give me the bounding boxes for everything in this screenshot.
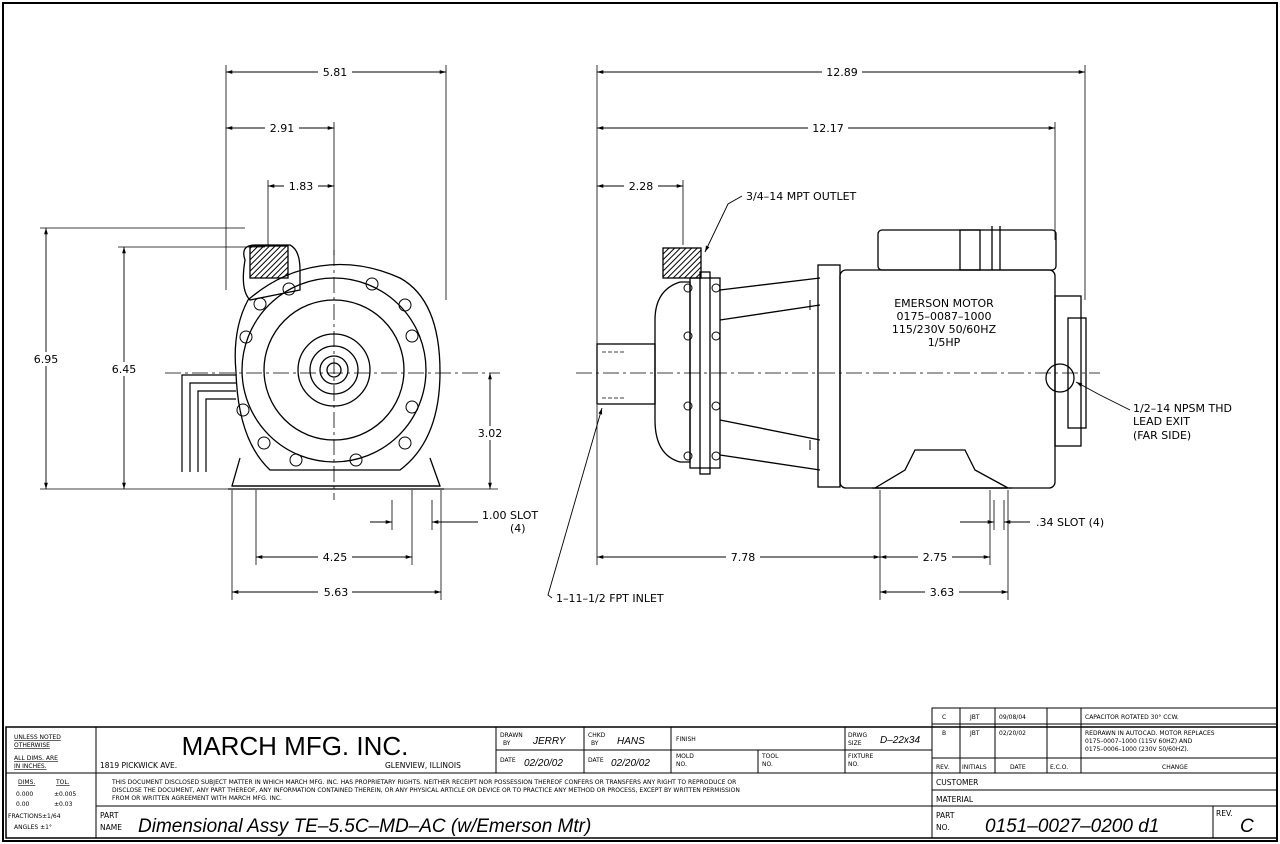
notes-line-2: OTHERWISE — [14, 742, 50, 749]
tol-header: TOL. — [55, 779, 70, 786]
dim-base-width: 5.63 — [324, 586, 349, 599]
motor-label-2: 0175–0087–1000 — [897, 310, 992, 323]
company-city: GLENVIEW, ILLINOIS — [385, 761, 461, 770]
dim-inlet-to-outlet: 2.28 — [629, 180, 654, 193]
rev-row-1-initials: JBT — [969, 714, 980, 721]
tol-row-2-tol: ±0.03 — [54, 801, 73, 808]
notes-line-1: UNLESS NOTED — [14, 734, 61, 741]
tool-label-2: NO. — [762, 761, 773, 768]
rev-row-2-date: 02/20/02 — [999, 730, 1026, 737]
drawn-date-label: DATE — [500, 757, 516, 764]
company-address: 1819 PICKWICK AVE. — [100, 761, 177, 770]
title-block — [5, 707, 1278, 839]
inlet-callout: 1–11–1/2 FPT INLET — [556, 592, 664, 605]
chkd-date: 02/20/02 — [611, 758, 650, 769]
rev-row-2-change-3: 0175–0006–1000 (230V 50/60HZ). — [1085, 746, 1189, 753]
rev-row-2-change-1: REDRAWN IN AUTOCAD. MOTOR REPLACES — [1085, 730, 1215, 737]
dim-to-outlet-center: 2.91 — [270, 122, 295, 135]
drawn-by-label-1: DRAWN — [500, 732, 523, 739]
part-no-label-1: PART — [936, 811, 955, 820]
dim-length-overall: 12.89 — [826, 66, 858, 79]
company-name: MARCH MFG. INC. — [182, 731, 409, 761]
dim-height-overall: 6.95 — [34, 353, 59, 366]
drawn-by-label-2: BY — [503, 740, 511, 747]
tol-angles: ANGLES ±1° — [14, 824, 52, 831]
side-view — [547, 65, 1131, 600]
disclaimer-line-1: THIS DOCUMENT DISCLOSED SUBJECT MATTER I… — [111, 779, 736, 786]
drwg-size-label-2: SIZE — [848, 740, 862, 747]
tool-label-1: TOOL — [761, 753, 779, 760]
tol-row-1-dim: 0.000 — [16, 791, 33, 798]
title-block-text: UNLESS NOTED OTHERWISE ALL DIMS. ARE IN … — [8, 714, 1254, 837]
part-name: Dimensional Assy TE–5.5C–MD–AC (w/Emerso… — [138, 816, 591, 837]
rev-label: REV. — [1216, 809, 1233, 818]
front-view-labels: 5.81 2.91 1.83 6.95 6.45 3.02 1.00 SLOT … — [30, 65, 538, 599]
drawn-by: JERRY — [532, 736, 567, 747]
dim-side-base-length: 3.63 — [930, 586, 955, 599]
dim-mount-hole-spacing: 4.25 — [323, 551, 348, 564]
revision-letter: C — [1240, 816, 1254, 837]
tol-row-2-dim: 0.00 — [16, 801, 30, 808]
rev-row-1-date: 09/08/04 — [999, 714, 1026, 721]
rev-header-change: CHANGE — [1162, 764, 1188, 771]
drawn-date: 02/20/02 — [524, 758, 563, 769]
fixture-label-2: NO. — [848, 761, 859, 768]
rev-header-date: DATE — [1010, 764, 1026, 771]
dim-slot-count: (4) — [510, 522, 526, 535]
finish-label: FINISH — [676, 736, 696, 743]
rev-header-eco: E.C.O. — [1050, 764, 1068, 771]
dim-side-slot: .34 SLOT (4) — [1036, 516, 1104, 529]
mold-label-1: MOLD — [676, 753, 694, 760]
chkd-date-label: DATE — [588, 757, 604, 764]
rev-header-rev: REV. — [936, 764, 949, 771]
chkd-by: HANS — [617, 736, 645, 747]
chkd-by-label-2: BY — [591, 740, 599, 747]
material-label: MATERIAL — [936, 795, 974, 804]
dim-slot-width: 1.00 SLOT — [482, 509, 538, 522]
motor-label-1: EMERSON MOTOR — [894, 297, 994, 310]
drwg-size-label-1: DRWG — [848, 732, 867, 739]
disclaimer-line-3: FROM OR WRITTEN AGREEMENT WITH MARCH MFG… — [112, 795, 282, 802]
lead-exit-callout-1: 1/2–14 NPSM THD — [1133, 402, 1232, 415]
dim-outlet-offset: 1.83 — [289, 180, 314, 193]
disclaimer-line-2: DISCLOSE THE DOCUMENT, ANY PART THEREOF,… — [112, 787, 740, 794]
tol-row-1-tol: ±0.005 — [54, 791, 76, 798]
customer-label: CUSTOMER — [936, 778, 978, 787]
part-name-label-2: NAME — [100, 823, 122, 832]
tol-fractions: FRACTIONS±1/64 — [8, 813, 61, 820]
dim-length-to-motor-end: 12.17 — [812, 122, 844, 135]
motor-label-3: 115/230V 50/60HZ — [892, 323, 997, 336]
motor-label-4: 1/5HP — [928, 336, 961, 349]
rev-header-initials: INITIALS — [962, 764, 987, 771]
fixture-label-1: FIXTURE — [848, 753, 873, 760]
rev-row-2-change-2: 0175–0007–1000 (115V 60HZ) AND — [1085, 738, 1193, 745]
rev-row-1-rev: C — [942, 714, 946, 721]
drwg-size: D–22x34 — [880, 735, 920, 746]
dim-side-mount-spacing: 2.75 — [923, 551, 948, 564]
rev-row-1-change: CAPACITOR ROTATED 30° CCW. — [1085, 714, 1179, 721]
part-number: 0151–0027–0200 d1 — [985, 816, 1159, 837]
outlet-callout: 3/4–14 MPT OUTLET — [746, 190, 857, 203]
dim-width-overall: 5.81 — [323, 66, 348, 79]
lead-exit-callout-3: (FAR SIDE) — [1133, 429, 1191, 442]
dim-shaft-height: 3.02 — [478, 427, 503, 440]
lead-exit-callout-2: LEAD EXIT — [1133, 415, 1190, 428]
rev-row-2-initials: JBT — [969, 730, 980, 737]
side-view-labels: 12.89 12.17 2.28 7.78 2.75 3.63 .34 SLOT… — [556, 65, 1232, 605]
part-name-label-1: PART — [100, 811, 119, 820]
dims-header: DIMS. — [18, 779, 35, 786]
notes-line-3: ALL DIMS. ARE — [14, 755, 58, 762]
part-no-label-2: NO. — [936, 823, 950, 832]
mold-label-2: NO. — [676, 761, 687, 768]
notes-line-4: IN INCHES. — [14, 763, 47, 770]
front-view — [40, 65, 500, 600]
chkd-by-label-1: CHKD — [588, 732, 606, 739]
dim-inlet-to-mount: 7.78 — [731, 551, 756, 564]
dim-height-to-outlet: 6.45 — [112, 363, 137, 376]
rev-row-2-rev: B — [942, 730, 946, 737]
